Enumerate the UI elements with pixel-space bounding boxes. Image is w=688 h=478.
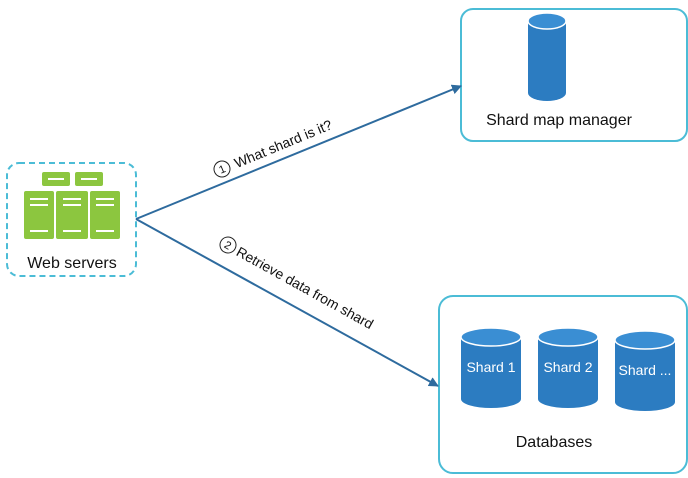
step-number: 1 xyxy=(217,163,227,176)
databases-node: Shard 1 Shard 2 Shard ... Databases xyxy=(438,295,688,474)
shard-map-manager-label: Shard map manager xyxy=(486,112,633,129)
arrow-2 xyxy=(135,218,439,387)
shard-n-cylinder: Shard ... xyxy=(614,330,676,411)
edge-what-shard: 1 What shard is it? xyxy=(135,84,462,220)
step-number: 2 xyxy=(222,239,233,252)
edge-retrieve-data: 2 Retrieve data from shard xyxy=(135,218,439,387)
web-servers-node: Web servers xyxy=(6,162,137,277)
shard-1-cylinder: Shard 1 xyxy=(460,327,522,408)
database-cylinder-icon xyxy=(527,12,567,101)
edge-label: Retrieve data from shard xyxy=(234,243,377,332)
databases-label: Databases xyxy=(516,434,593,451)
server-rack-icon xyxy=(24,172,120,239)
web-servers-label: Web servers xyxy=(27,255,117,272)
shard-label: Shard ... xyxy=(619,362,672,378)
shard-2-cylinder: Shard 2 xyxy=(537,327,599,408)
shard-label: Shard 1 xyxy=(466,359,515,375)
shard-map-manager-node: Shard map manager xyxy=(460,8,688,142)
arrow-1 xyxy=(135,84,462,220)
shard-label: Shard 2 xyxy=(543,359,592,375)
